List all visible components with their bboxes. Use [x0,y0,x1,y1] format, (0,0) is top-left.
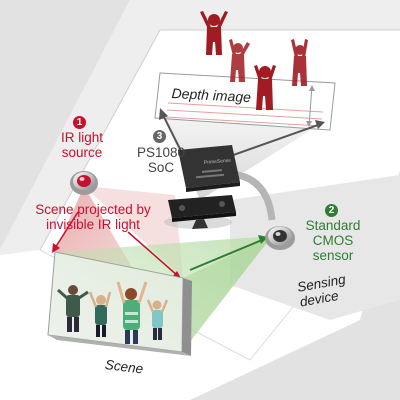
ir-source-label-line1: IR light [60,130,104,145]
depth-figure [200,11,228,55]
scene-projected-line1: Scene projected by [35,202,151,217]
scene-person [146,299,169,340]
ir-source-label: IR light source [50,130,114,160]
depth-image-panel [154,72,336,131]
scene-person [57,285,89,332]
svg-text:PrimeSense: PrimeSense [204,158,232,166]
cmos-number-badge: 2 [325,204,338,217]
soc-number-badge: 3 [153,130,166,143]
chip-icon: PrimeSense [178,145,240,192]
cmos-label: Standard CMOS sensor [300,218,366,263]
ir-emitter-icon [70,171,98,195]
depth-figure [291,39,308,86]
cmos-label-line2: CMOS [312,233,354,248]
cmos-camera-icon [265,226,295,250]
depth-silhouettes [200,11,308,110]
soc-label: PS1080 SoC [136,145,186,175]
scene-person [88,291,112,337]
cmos-label-line1: Standard [305,218,361,233]
arrow-soc-to-depth-right [224,120,325,159]
depth-figure [254,65,276,110]
scene-box [47,251,192,356]
ir-source-number-badge: 1 [73,116,86,129]
depth-figure [229,39,250,82]
scene-people [57,281,169,344]
scene-projected-line2: invisible IR light [46,217,140,232]
cmos-label-line3: sensor [312,248,354,263]
soc-label-line2: SoC [147,160,175,175]
scene-person [116,281,148,344]
arrow-projected-to-scene-left [52,211,79,253]
soc-label-line1: PS1080 [136,145,186,160]
scene-projected-label: Scene projected by invisible IR light [18,202,168,232]
sensor-bar-icon [164,195,236,229]
ir-source-label-line2: source [61,145,103,160]
cmos-view-beam [55,236,272,352]
